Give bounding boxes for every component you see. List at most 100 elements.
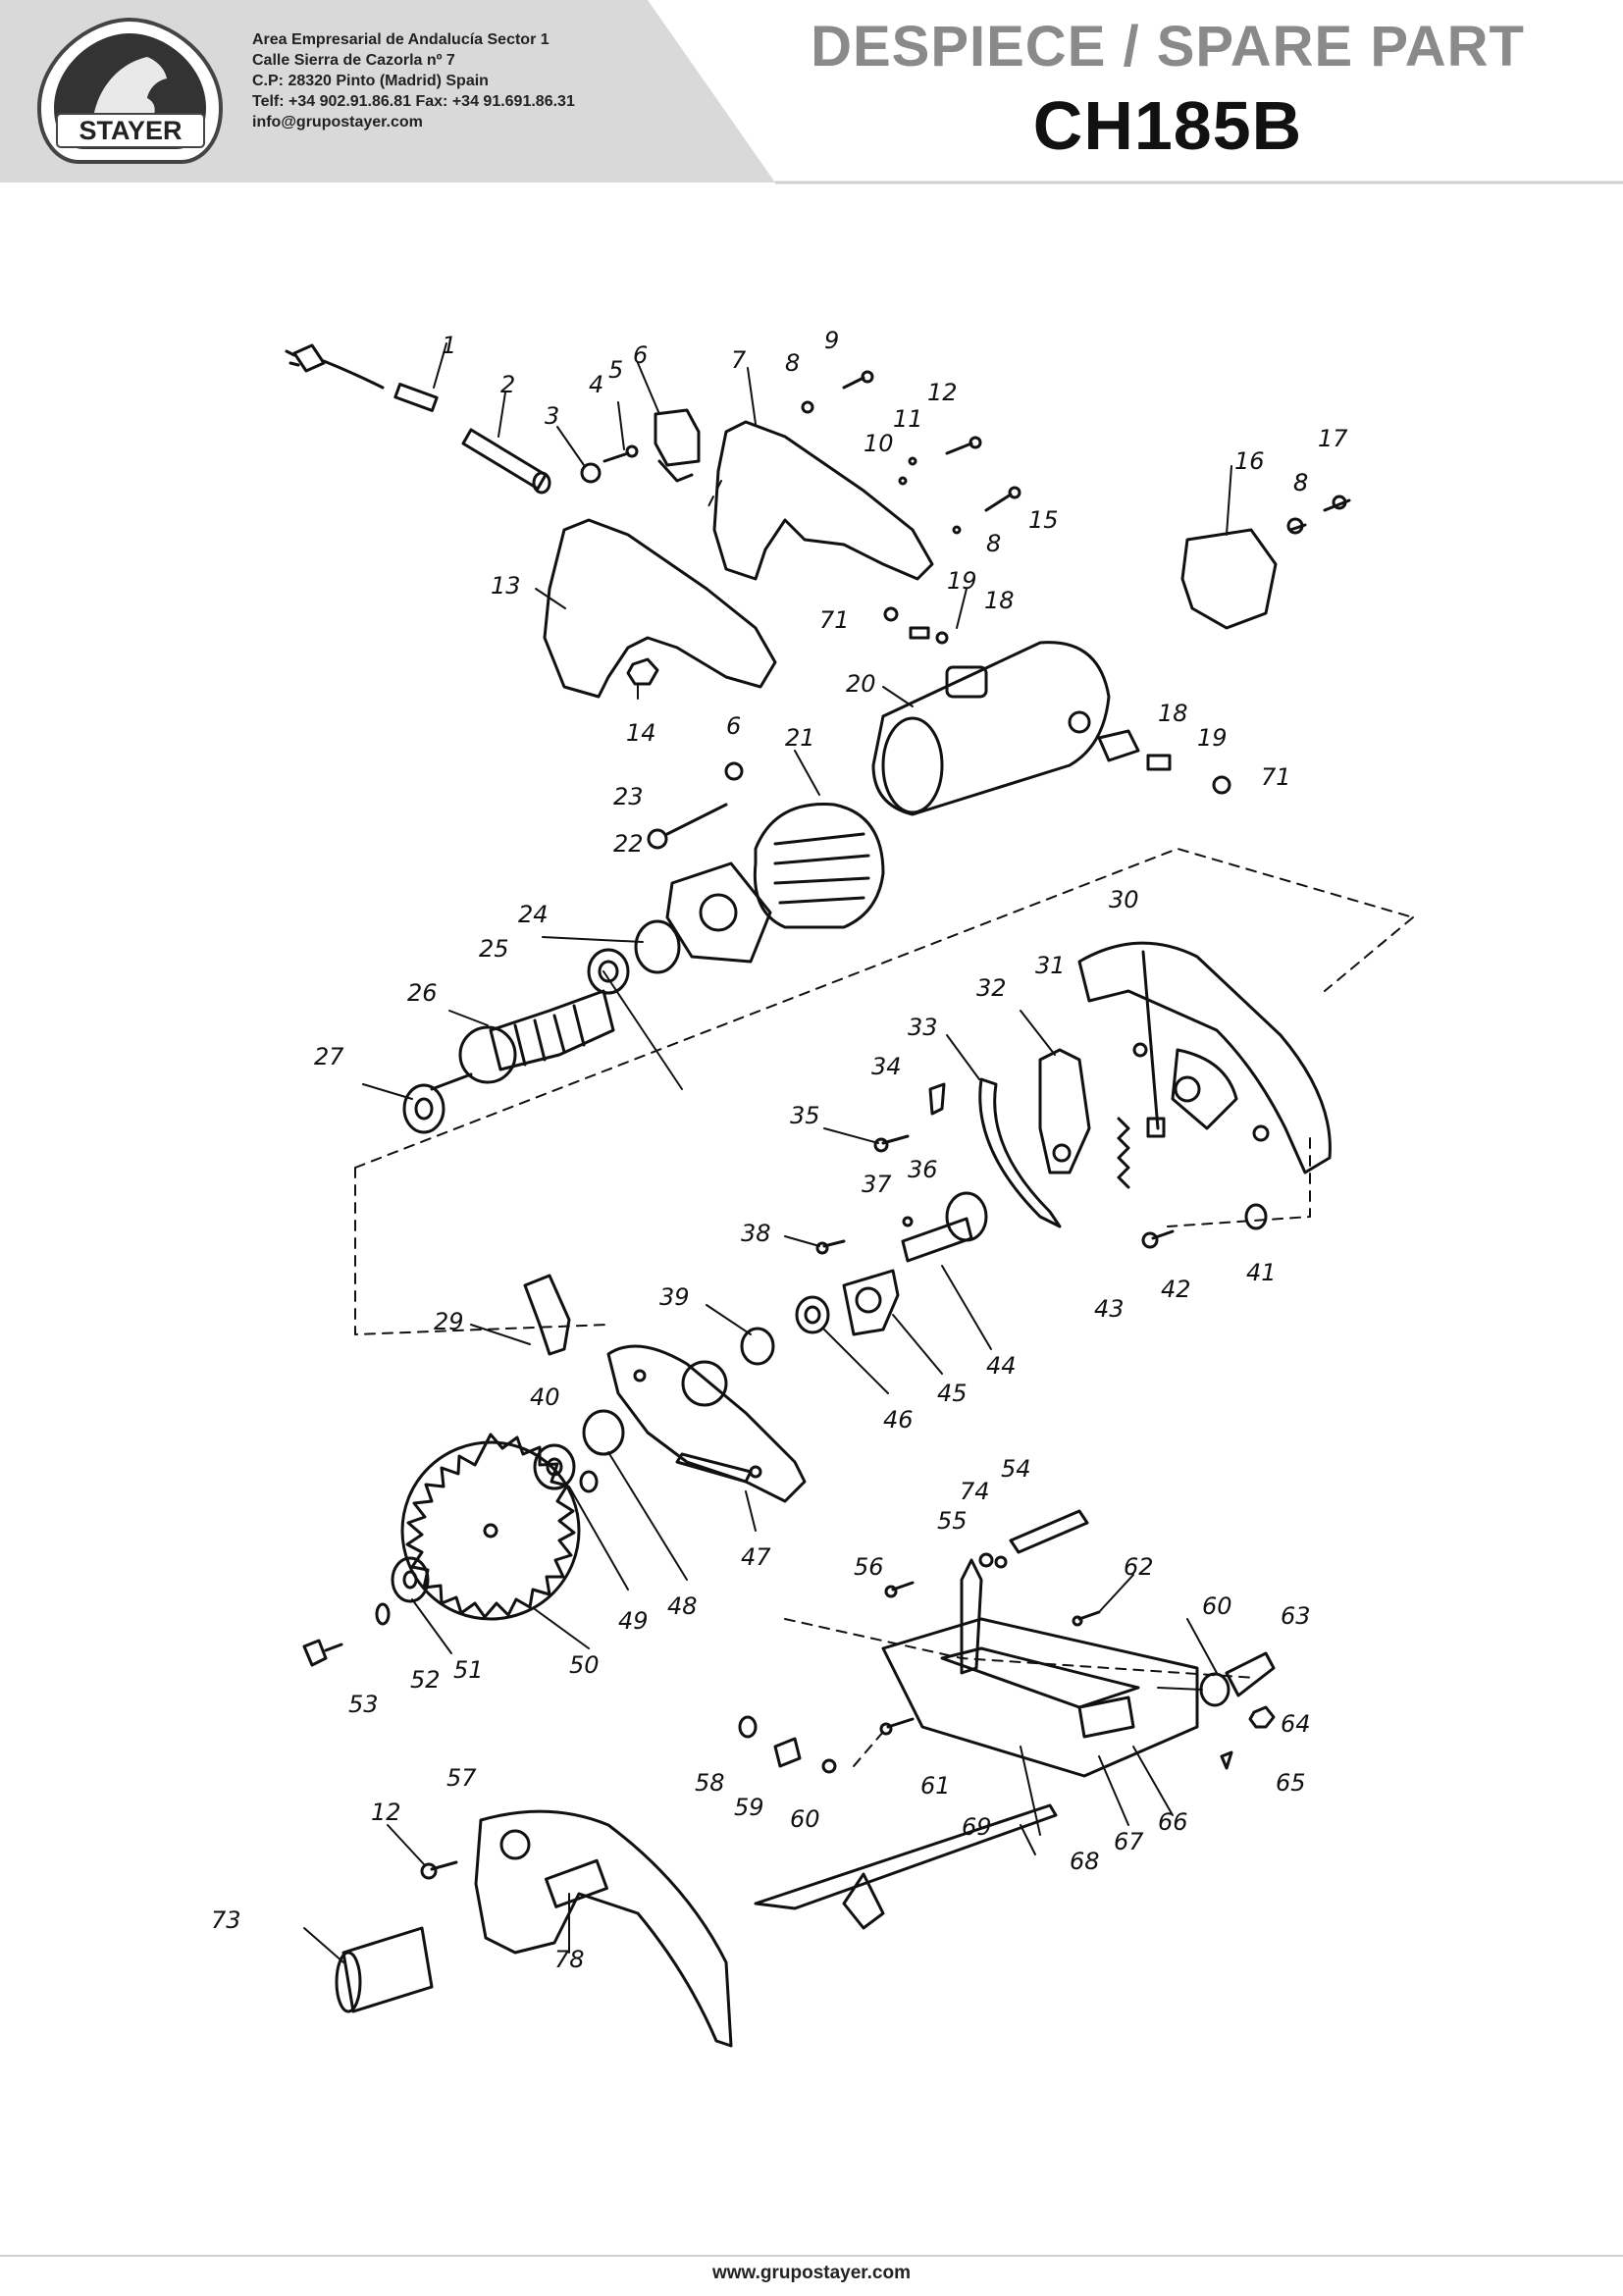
motor-housing (871, 641, 1111, 816)
part-label: 44 (986, 1352, 1017, 1380)
part-label: 6 (633, 341, 648, 369)
logo-text: STAYER (79, 116, 182, 145)
part-label: 8 (986, 530, 1001, 557)
part-label: 78 (554, 1946, 585, 1973)
lower-guard (1077, 941, 1332, 1174)
part-label: 24 (518, 901, 549, 928)
header-background: STAYER (0, 0, 1623, 184)
part-label: 23 (613, 783, 644, 810)
part-label: 8 (1293, 469, 1308, 496)
part-label: 32 (976, 974, 1007, 1002)
part-label: 71 (819, 606, 850, 634)
field-stator (753, 803, 885, 929)
part-label: 50 (569, 1651, 600, 1679)
address-line: Area Empresarial de Andalucía Sector 1 (252, 31, 550, 48)
part-label: 41 (1246, 1259, 1277, 1286)
part-label: 12 (371, 1799, 401, 1826)
small-clip-parts (873, 1082, 946, 1153)
fixed-blade-guard (420, 1809, 733, 2048)
part-label: 47 (741, 1543, 771, 1571)
part-label: 25 (479, 935, 509, 963)
part-label: 11 (893, 405, 923, 433)
base-fasteners (738, 1715, 915, 1774)
part-label: 68 (1070, 1848, 1100, 1875)
hex-nut (626, 657, 659, 686)
part-label: 37 (862, 1171, 892, 1198)
part-label: 5 (608, 356, 623, 384)
address-line: C.P: 28320 Pinto (Madrid) Spain (252, 73, 489, 89)
part-label: 60 (790, 1805, 820, 1833)
part-label: 56 (854, 1553, 884, 1581)
part-label: 73 (211, 1906, 241, 1934)
part-label: 66 (1158, 1808, 1188, 1836)
part-label: 26 (407, 979, 438, 1007)
part-label: 3 (545, 402, 559, 430)
saw-blade (400, 1433, 581, 1621)
part-label: 58 (695, 1769, 725, 1797)
end-cover (1180, 495, 1351, 630)
part-label: 15 (1028, 506, 1059, 534)
brush-holder-right (1097, 729, 1231, 795)
part-label: 34 (871, 1053, 902, 1080)
part-label: 13 (491, 572, 521, 600)
part-label: 8 (785, 349, 800, 377)
part-label: 18 (984, 587, 1015, 614)
address-line: Telf: +34 902.91.86.81 Fax: +34 91.691.8… (252, 93, 575, 110)
part-label: 14 (626, 719, 656, 747)
base-plate (881, 1558, 1199, 1778)
part-labels: 1 2 3 4 5 6 7 8 9 8 10 11 12 15 8 16 8 1… (211, 327, 1348, 1973)
blade-latch (523, 1274, 571, 1356)
bearings (587, 919, 681, 995)
part-label: 55 (937, 1507, 968, 1535)
cord-protector (461, 428, 551, 495)
address-line: Calle Sierra de Cazorla nº 7 (252, 52, 455, 69)
company-info: Area Empresarial de Andalucía Sector 1 C… (252, 29, 575, 132)
part-label: 46 (883, 1406, 914, 1434)
part-label: 16 (1234, 447, 1265, 475)
part-label: 12 (927, 379, 958, 406)
bearing-plate (665, 861, 772, 964)
part-label: 60 (1202, 1592, 1232, 1620)
power-cord (285, 343, 439, 412)
part-label: 54 (1001, 1455, 1031, 1483)
part-label: 21 (785, 724, 815, 752)
blade-flanges (533, 1409, 625, 1493)
part-label: 43 (1094, 1295, 1125, 1323)
part-label: 19 (1197, 724, 1228, 752)
model-code: CH185B (1032, 87, 1303, 164)
email-line: info@grupostayer.com (252, 114, 423, 130)
stayer-logo: STAYER (36, 17, 224, 164)
screw-part (602, 444, 639, 463)
gear-shaft (901, 1191, 988, 1263)
part-label: 42 (1161, 1276, 1191, 1303)
stator-screws (647, 761, 744, 850)
part-label: 57 (446, 1764, 477, 1792)
part-label: 27 (314, 1043, 344, 1070)
rip-fence (754, 1803, 1058, 1930)
part-label: 65 (1276, 1769, 1306, 1797)
part-label: 2 (500, 371, 515, 398)
part-label: 62 (1124, 1553, 1154, 1581)
guard-screws (1141, 1203, 1268, 1249)
armature (430, 989, 615, 1091)
handle-half-inner (712, 420, 934, 581)
upper-guard-plate (606, 1344, 807, 1503)
part-label: 71 (1261, 763, 1291, 791)
document-title: DESPIECE / SPARE PART (811, 15, 1525, 78)
part-label: 4 (589, 371, 603, 398)
part-label: 67 (1114, 1828, 1144, 1855)
depth-knob (1199, 1651, 1276, 1770)
part-label: 39 (659, 1283, 690, 1311)
part-label: 49 (618, 1607, 649, 1635)
header-band: STAYER Area Empresarial de Andalucía Sec… (0, 0, 1623, 186)
brush-holder (883, 606, 949, 645)
part-label: 22 (613, 830, 644, 858)
part-label: 69 (962, 1813, 992, 1841)
small-screws (801, 370, 1021, 535)
part-label: 51 (453, 1656, 484, 1684)
part-label: 59 (734, 1794, 764, 1821)
part-label: 64 (1281, 1710, 1311, 1738)
nut-part (580, 462, 602, 484)
part-label: 18 (1158, 700, 1188, 727)
part-label: 33 (908, 1014, 938, 1041)
